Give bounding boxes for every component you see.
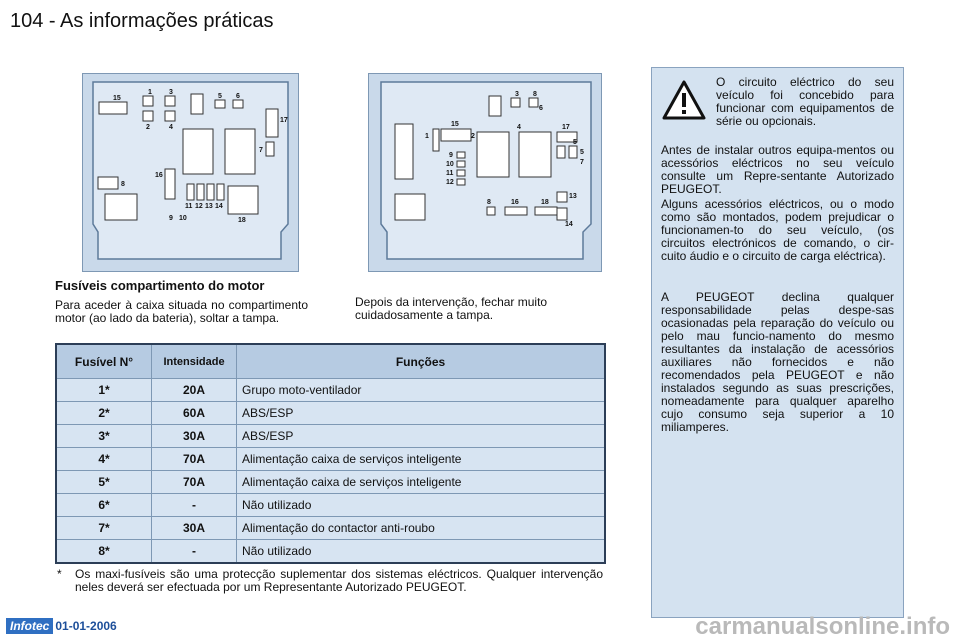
- d2-label: 17: [562, 124, 570, 131]
- d1-label: 5: [218, 93, 222, 100]
- column-header: Funções: [236, 343, 606, 379]
- table-row: 7* 30A Alimentação do contactor anti-rou…: [55, 516, 606, 540]
- watermark: carmanualsonline.info: [695, 613, 950, 640]
- d2-label: 16: [511, 199, 519, 206]
- d2-label: 8: [487, 199, 491, 206]
- d2-label: 11: [446, 170, 454, 177]
- column-header: Intensidade: [151, 343, 237, 379]
- fuse-amperage: 30A: [151, 516, 237, 540]
- d1-label: 3: [169, 89, 173, 96]
- d1-label: 17: [280, 117, 288, 124]
- d1-label: 16: [155, 172, 163, 179]
- d1-label: 15: [113, 95, 121, 102]
- table-row: 3* 30A ABS/ESP: [55, 424, 606, 448]
- d2-label: 2: [471, 133, 475, 140]
- fuse-amperage: 20A: [151, 378, 237, 402]
- fuse-function: Alimentação caixa de serviços inteligent…: [236, 447, 606, 471]
- fuse-amperage: 70A: [151, 470, 237, 494]
- fuse-box-diagram-right: 3 8 15 1 2 9 10 11 12 4 17 5 7 13 8 16 1…: [368, 73, 602, 272]
- d1-label: 12: [195, 203, 203, 210]
- fuse-amperage: 70A: [151, 447, 237, 471]
- fuse-amperage: 60A: [151, 401, 237, 425]
- intro-paragraph: Para aceder à caixa situada no compartim…: [55, 298, 308, 325]
- d1-label: 7: [259, 147, 263, 154]
- d2-label: 6: [539, 105, 543, 112]
- d2-label: 14: [565, 221, 573, 228]
- table-row: 1* 20A Grupo moto-ventilador: [55, 378, 606, 402]
- fuse-function: Alimentação caixa de serviços inteligent…: [236, 470, 606, 494]
- d1-label: 18: [238, 217, 246, 224]
- d1-label: 14: [215, 203, 223, 210]
- d2-label: 8: [533, 91, 537, 98]
- d2-label: 18: [541, 199, 549, 206]
- fuse-function: Não utilizado: [236, 539, 606, 564]
- fuse-table: Fusível N° Intensidade Funções 1* 20A Gr…: [55, 343, 606, 564]
- fuse-number: 2*: [55, 401, 152, 425]
- d2-label: 15: [451, 121, 459, 128]
- d1-label: 6: [236, 93, 240, 100]
- infotec-logo: Infotec: [6, 618, 54, 634]
- d1-label: 8: [121, 181, 125, 188]
- fuse-function: Não utilizado: [236, 493, 606, 517]
- d2-label: 13: [569, 193, 577, 200]
- section-title: Fusíveis compartimento do motor: [55, 278, 265, 293]
- fuse-number: 8*: [55, 539, 152, 564]
- fuse-number: 6*: [55, 493, 152, 517]
- fuse-number: 4*: [55, 447, 152, 471]
- d1-label: 13: [205, 203, 213, 210]
- d2-label: 12: [446, 179, 454, 186]
- warning-panel: O circuito eléctrico do seu veículo foi …: [651, 67, 904, 618]
- table-row: 2* 60A ABS/ESP: [55, 401, 606, 425]
- warning-paragraph: Antes de instalar outros equipa-mentos o…: [661, 143, 894, 196]
- table-row: 8* - Não utilizado: [55, 539, 606, 564]
- fuse-function: ABS/ESP: [236, 424, 606, 448]
- warning-paragraph: Alguns acessórios eléctricos, ou o modo …: [661, 197, 894, 263]
- d2-label: 9: [449, 152, 453, 159]
- column-header: Fusível N°: [55, 343, 152, 379]
- d1-label: 11: [185, 203, 193, 210]
- d1-label: 9: [169, 215, 173, 222]
- footnote-marker: *: [57, 567, 62, 581]
- d2-label: 10: [446, 161, 454, 168]
- table-row: 5* 70A Alimentação caixa de serviços int…: [55, 470, 606, 494]
- fuse-number: 1*: [55, 378, 152, 402]
- d2-label: 1: [425, 133, 429, 140]
- footer-date: 01-01-2006: [55, 619, 117, 633]
- d2-label: 4: [517, 124, 521, 131]
- fuse-amperage: -: [151, 539, 237, 564]
- after-paragraph: Depois da intervenção, fechar muito cuid…: [355, 295, 548, 322]
- fuse-amperage: 30A: [151, 424, 237, 448]
- fuse-number: 5*: [55, 470, 152, 494]
- warning-paragraph: A PEUGEOT declina qualquer responsabilid…: [661, 290, 894, 434]
- fuse-function: ABS/ESP: [236, 401, 606, 425]
- fuse-function: Grupo moto-ventilador: [236, 378, 606, 402]
- fuse-box-left-svg: 1 3 15 2 4 5 6 17 7 16 8 11 12 13 14 9 1…: [92, 81, 289, 260]
- fuse-number: 7*: [55, 516, 152, 540]
- page-title: 104 - As informações práticas: [10, 10, 274, 32]
- d1-label: 10: [179, 215, 187, 222]
- d1-label: 4: [169, 124, 173, 131]
- fuse-number: 3*: [55, 424, 152, 448]
- footnote-text: Os maxi-fusíveis são uma protecção suple…: [75, 567, 603, 594]
- footnote: * Os maxi-fusíveis são uma protecção sup…: [55, 568, 603, 594]
- d1-label: 2: [146, 124, 150, 131]
- fuse-box-right-svg: 3 8 15 1 2 9 10 11 12 4 17 5 7 13 8 16 1…: [380, 81, 592, 260]
- warning-paragraph: O circuito eléctrico do seu veículo foi …: [716, 75, 894, 128]
- fuse-function: Alimentação do contactor anti-roubo: [236, 516, 606, 540]
- table-row: 6* - Não utilizado: [55, 493, 606, 517]
- d2-label: 5: [580, 149, 584, 156]
- d2-label: 5: [573, 139, 577, 146]
- warning-triangle-icon: [662, 80, 706, 120]
- fuse-box-diagram-left: 1 3 15 2 4 5 6 17 7 16 8 11 12 13 14 9 1…: [82, 73, 299, 272]
- d1-label: 1: [148, 89, 152, 96]
- table-row: 4* 70A Alimentação caixa de serviços int…: [55, 447, 606, 471]
- d2-label: 3: [515, 91, 519, 98]
- fuse-amperage: -: [151, 493, 237, 517]
- d2-label: 7: [580, 159, 584, 166]
